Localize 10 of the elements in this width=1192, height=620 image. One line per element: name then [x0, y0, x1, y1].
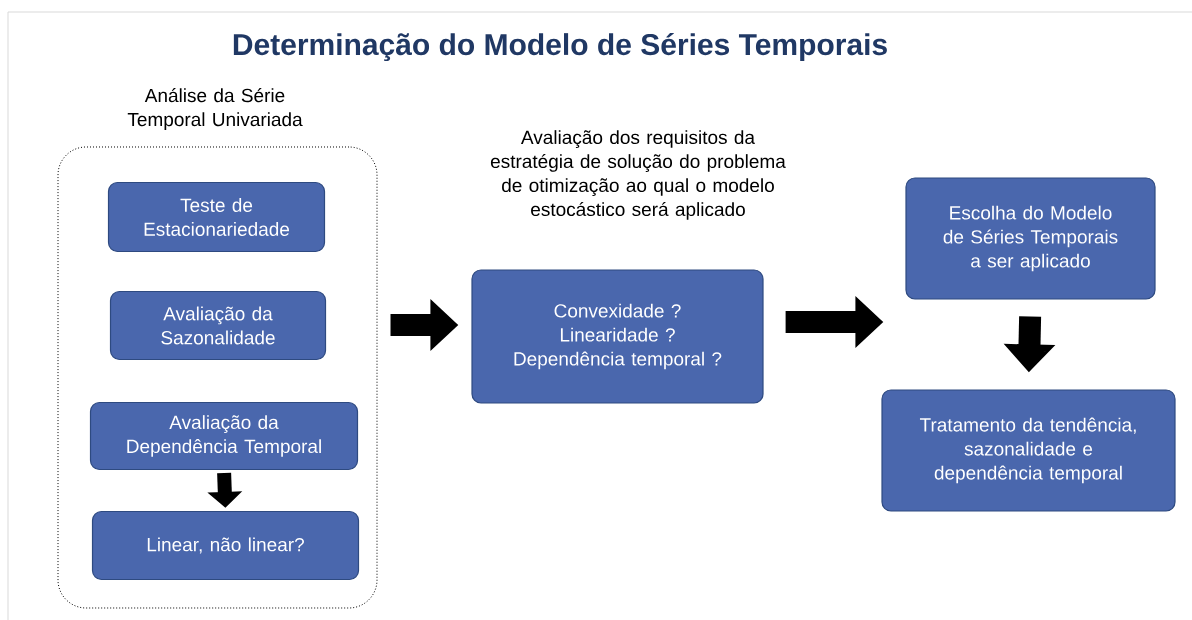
process-box: Avaliação da Dependência Temporal	[89, 401, 359, 471]
process-box: Avaliação da Sazonalidade	[109, 290, 327, 361]
heading: Avaliação dos requisitos da estratégia de solução do problema de otimização ao qual o modelo estocástico será aplicado	[490, 130, 786, 220]
process-box: Escolha do Modelo de Séries Temporais a ser aplicado	[905, 177, 1156, 300]
process-box: Teste de Estacionariedade	[107, 181, 326, 253]
process-box: Linear, não linear?	[91, 510, 360, 581]
title: Determinação do Modelo de Séries Temporais	[233, 32, 887, 62]
process-box: Convexidade ? Linearidade ? Dependência temporal ?	[471, 269, 764, 404]
process-box: Tratamento da tendência, sazonalidade e dependência temporal	[881, 389, 1176, 512]
heading: Análise da Série Temporal Univariada	[127, 88, 303, 130]
